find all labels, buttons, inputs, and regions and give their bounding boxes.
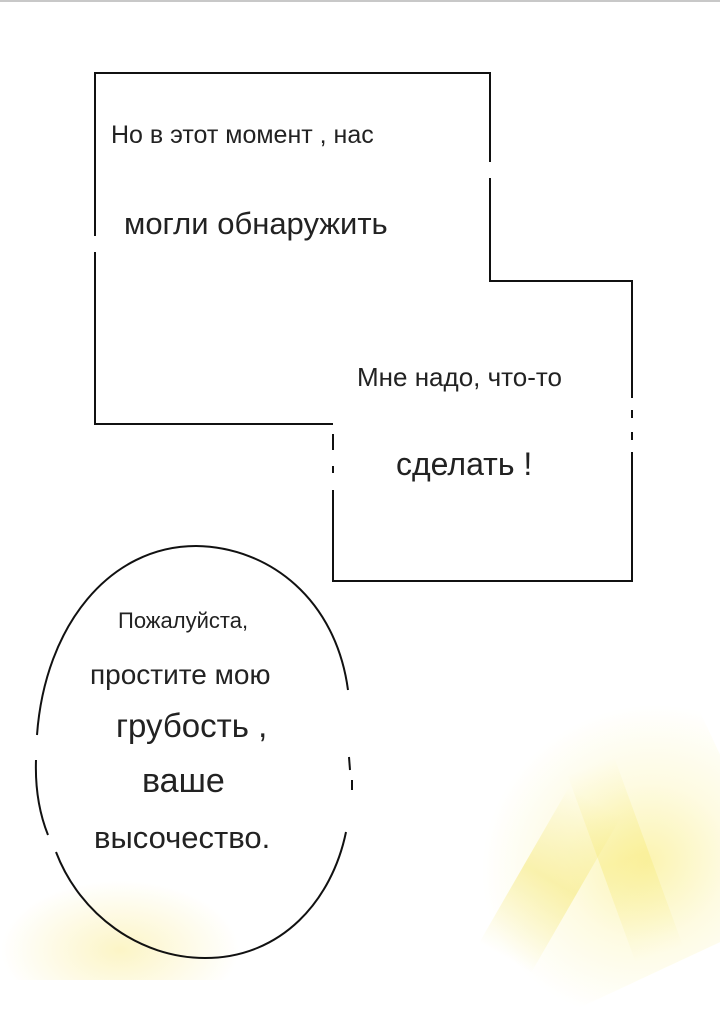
caption-box-top [94,72,491,236]
caption-top-line-2: могли обнаружить [124,206,388,241]
caption-right-line-2: сделать ! [396,446,533,482]
top-border-line [0,0,720,2]
speech-line-2: простите мою [90,659,271,690]
speech-line-1: Пожалуйста, [118,608,249,633]
speech-line-3: грубость , [116,707,268,744]
caption-box-outlines [34,72,633,959]
caption-box-top-bottom [94,252,333,425]
speech-bubble-outline [34,544,353,959]
speech-line-4: ваше [142,762,225,800]
speech-line-5: высочество. [94,820,271,855]
caption-box-right [332,452,633,582]
caption-top-line-1: Но в этот момент , нас [111,121,374,149]
caption-right-line-1: Мне надо, что-то [357,362,562,392]
